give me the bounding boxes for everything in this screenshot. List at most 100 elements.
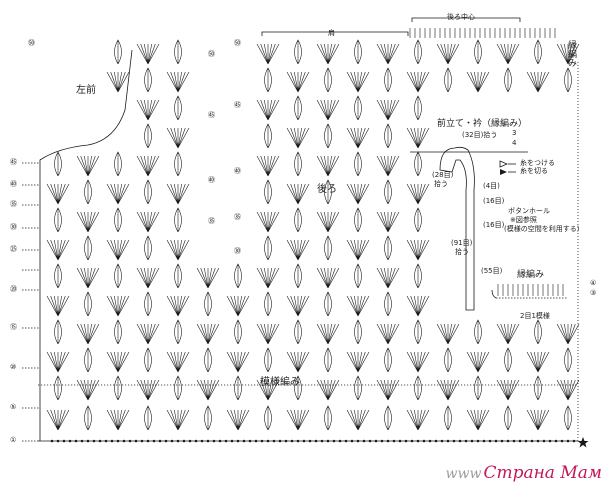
stitch-fan [166,183,190,205]
stitch-leaf [264,347,272,373]
stitch-leaf [174,319,182,345]
stitch-leaf [354,375,362,401]
stitch-leaf [354,151,362,177]
stitch-fan [166,351,190,373]
stitch-fan [136,211,160,233]
stitch-leaf [114,207,122,233]
stitch-fan [286,183,310,205]
count-16a: (16目) [483,197,505,205]
stitch-leaf [144,291,152,317]
stitch-leaf [144,123,152,149]
shoulder-label: 肩 [328,29,335,37]
count-4: 4 [512,139,517,147]
stitch-leaf [384,123,392,149]
stitch-leaf [534,375,542,401]
count-32: (32目)拾う [462,131,498,139]
stitch-fan [46,295,70,317]
filled-triangle-icon [500,169,507,175]
stitch-leaf [354,95,362,121]
stitch-fan [526,409,550,431]
stitch-leaf [414,95,422,121]
stitch-fan [166,295,190,317]
stitch-leaf [354,319,362,345]
stitch-leaf [84,179,92,205]
stitch-fan [496,43,520,65]
stitch-leaf [414,207,422,233]
stitch-leaf [234,319,242,345]
stitch-leaf [564,347,572,373]
edge-sample-title: 縁編み [517,270,545,280]
stitch-fan [256,155,280,177]
stitch-leaf [474,39,482,65]
stitch-fan [106,409,130,431]
stitch-fan [466,351,490,373]
guide-lines [22,17,579,442]
stitch-fan [316,211,340,233]
stitch-leaf [174,151,182,177]
stitch-fan [106,71,130,93]
row-num: ㉕ [10,245,17,253]
stitch-leaf [264,179,272,205]
stitch-fan [496,379,520,401]
stitch-leaf [384,235,392,261]
stitch-leaf [564,405,572,431]
stitch-leaf [324,405,332,431]
stitch-leaf [354,39,362,65]
stitch-fan [136,267,160,289]
stitch-grid [46,28,580,443]
stitch-leaf [174,375,182,401]
stitch-fan [436,379,460,401]
row-num: ㊿ [234,39,241,47]
stitch-fan [406,295,430,317]
stitch-fan [106,351,130,373]
legend-cut: 糸を切る [520,167,548,175]
stitch-leaf [324,291,332,317]
legend-attach: 糸をつける [520,159,555,167]
row-num: ⑤ [10,403,17,411]
back-label: 後ろ [317,184,337,195]
stitch-fan [46,351,70,373]
stitch-fan [106,239,130,261]
stitch-leaf [324,179,332,205]
left-row-leaders [22,162,40,442]
row-num: ㊿ [28,39,35,47]
stitch-leaf [534,39,542,65]
stitch-leaf [504,67,512,93]
stitch-leaf [234,263,242,289]
stitch-fan [256,267,280,289]
stitch-leaf [384,179,392,205]
stitch-leaf [144,67,152,93]
triangle-arrow-icon [499,160,509,168]
stitch-leaf [294,263,302,289]
stitch-leaf [264,67,272,93]
stitch-leaf [324,347,332,373]
stitch-fan [406,127,430,149]
stitch-leaf [204,405,212,431]
stitch-fan [376,267,400,289]
stitch-leaf [174,95,182,121]
stitch-fan [496,323,520,345]
row-num: ① [10,436,17,444]
stitch-fan [316,43,340,65]
row-num: ㉟ [234,213,241,221]
stitch-leaf [324,67,332,93]
stitch-leaf [144,179,152,205]
stitch-leaf [414,39,422,65]
stitch-fan [196,267,220,289]
stitch-leaf [264,123,272,149]
stitch-fan [136,155,160,177]
stitch-fan [76,155,100,177]
count-28b: 拾う [434,180,448,188]
count-16b: (16目) [483,221,505,229]
count-91: (91目) [451,239,473,247]
stitch-fan [346,127,370,149]
stitch-fan [256,379,280,401]
row-num: ㊺ [208,111,215,119]
buttonhole-note-3: (模様の空間を利用する) [504,225,580,233]
stitch-fan [286,127,310,149]
row-num: ㉚ [10,223,17,231]
stitch-fan [46,409,70,431]
stitch-fan [346,409,370,431]
